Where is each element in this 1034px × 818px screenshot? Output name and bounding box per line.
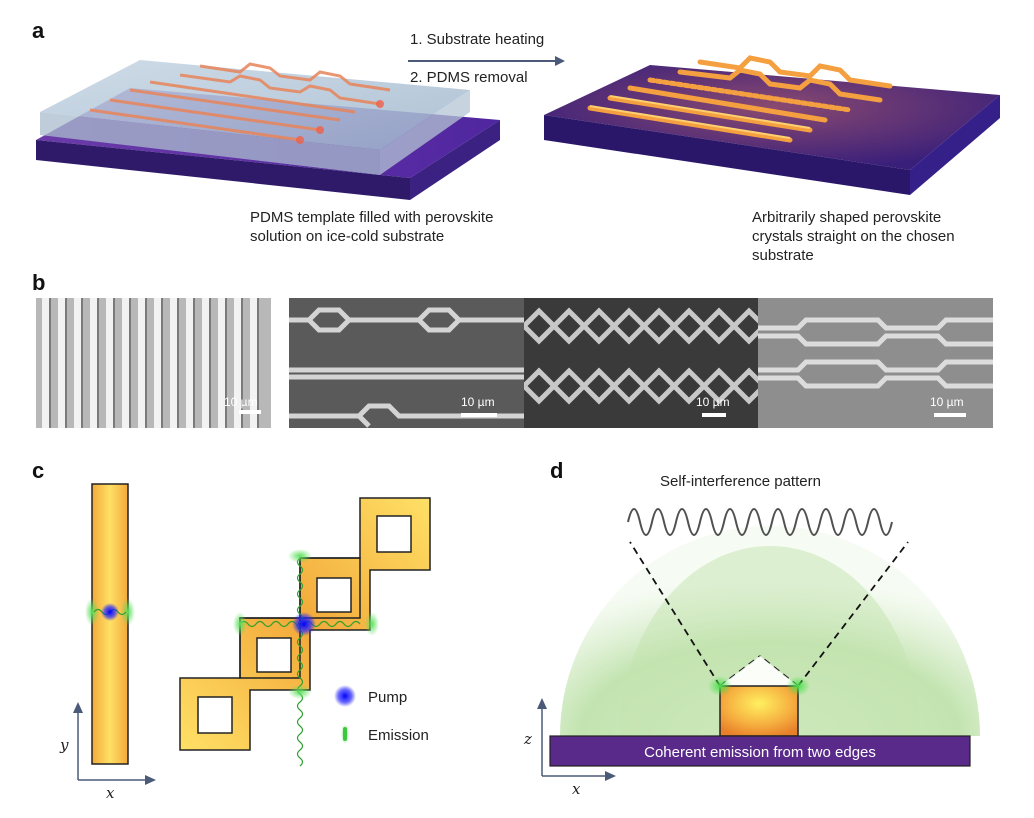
legend-pump-label: Pump bbox=[368, 689, 407, 706]
emission-icon bbox=[365, 612, 379, 636]
panel-d-schematic: Self-interference pattern Coherent emiss… bbox=[523, 473, 980, 798]
process-arrow bbox=[408, 56, 565, 66]
substrate-bar bbox=[549, 735, 971, 767]
left-caption-line-2: solution on ice-cold substrate bbox=[250, 228, 445, 245]
pdms-template-illustration bbox=[36, 60, 500, 200]
right-caption-line-3: substrate bbox=[752, 247, 814, 264]
legend-emission-label: Emission bbox=[368, 727, 429, 744]
axis-x-label: x bbox=[106, 784, 115, 802]
right-caption-line-2: crystals straight on the chosen bbox=[752, 228, 955, 245]
panel-b-label: b bbox=[32, 270, 46, 295]
emission-icon bbox=[233, 612, 247, 636]
step-1-text: 1. Substrate heating bbox=[410, 31, 545, 48]
emission-icon bbox=[288, 685, 312, 699]
interference-title: Self-interference pattern bbox=[660, 473, 821, 490]
edge-emission-left-icon bbox=[708, 676, 732, 696]
legend: Pump Emission bbox=[334, 685, 429, 744]
axis-y-label: y bbox=[59, 736, 69, 754]
emission-left-icon bbox=[85, 598, 99, 626]
xz-axes: z x bbox=[523, 698, 616, 798]
panel-a-label: a bbox=[32, 18, 45, 43]
xy-axes: y x bbox=[59, 702, 156, 802]
emission-icon bbox=[288, 549, 312, 563]
sem-image-hexagon-chains: 10 µm bbox=[289, 298, 524, 428]
waveguide-bar bbox=[91, 483, 129, 765]
scale-bar-label-2: 10 µm bbox=[461, 395, 495, 409]
panel-d-label: d bbox=[550, 458, 564, 483]
pump-spot-icon bbox=[101, 603, 119, 621]
step-2-text: 2. PDMS removal bbox=[410, 69, 528, 86]
perovskite-crystals-illustration bbox=[544, 55, 1000, 195]
scale-bar-label-3: 10 µm bbox=[696, 395, 730, 409]
sem-image-coupled-waveguides: 10 µm bbox=[758, 298, 993, 428]
pump-spot-icon bbox=[292, 612, 316, 636]
axis-z-label: z bbox=[523, 730, 532, 748]
scale-bar-label-1: 10 µm bbox=[224, 395, 258, 409]
scale-bar-label-4: 10 µm bbox=[930, 395, 964, 409]
pump-legend-icon bbox=[334, 685, 356, 707]
left-caption-line-1: PDMS template filled with perovskite bbox=[250, 209, 494, 226]
sem-image-lines: 10 µm bbox=[36, 298, 271, 428]
panel-c-schematic: y x Pump Emission bbox=[59, 483, 431, 802]
edge-emission-right-icon bbox=[786, 676, 810, 696]
substrate-text: Coherent emission from two edges bbox=[644, 744, 876, 761]
interference-wave bbox=[627, 508, 893, 536]
vertical-wave bbox=[296, 557, 304, 767]
sem-image-diamond-chains: 10 µm bbox=[524, 298, 759, 428]
right-caption-line-1: Arbitrarily shaped perovskite bbox=[752, 209, 942, 226]
emission-right-icon bbox=[121, 598, 135, 626]
perovskite-block bbox=[719, 685, 799, 737]
panel-c-label: c bbox=[32, 458, 45, 483]
axis-x-label: x bbox=[572, 780, 581, 798]
